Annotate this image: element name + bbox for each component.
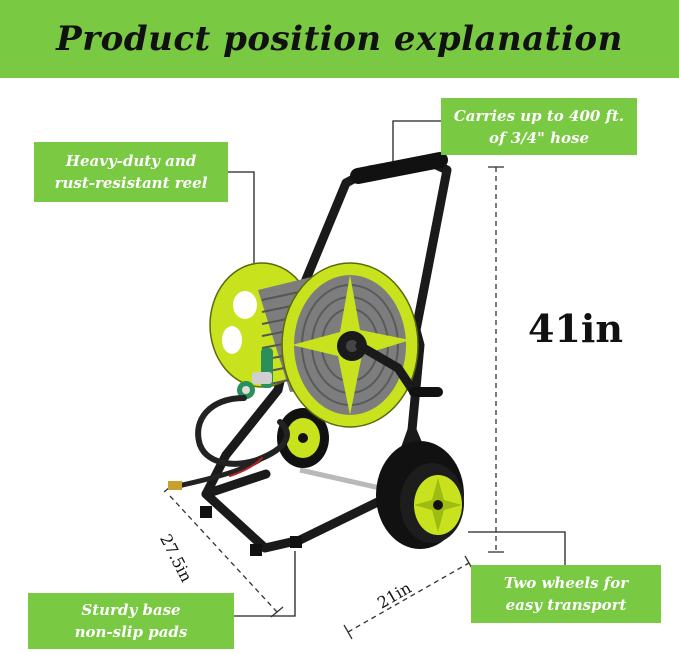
capacity-callout: Carries up to 400 ft. of 3/4" hose [441, 98, 637, 155]
reel-callout-line-2: rust-resistant reel [54, 174, 208, 192]
header-banner: Product position explanation [0, 0, 679, 78]
wheels-callout-line-1: Two wheels for [503, 574, 629, 592]
height-dimension-label: 41in [528, 306, 623, 351]
foot-pad [290, 536, 302, 548]
reel-callout-line-1: Heavy-duty and [65, 152, 197, 170]
front-wheel [376, 441, 464, 549]
foot-pad [200, 506, 212, 518]
back-wheel [277, 408, 329, 468]
handle-grip [350, 152, 448, 184]
wheels-callout-line-2: easy transport [505, 596, 627, 614]
capacity-callout-line-2: of 3/4" hose [489, 128, 589, 147]
capacity-callout-line-1: Carries up to 400 ft. [453, 106, 625, 125]
loose-hose [168, 395, 290, 490]
foot-pad [250, 544, 262, 556]
crank-handle [355, 341, 419, 397]
reel-front-disc [281, 262, 419, 428]
page-title: Product position explanation [56, 19, 623, 59]
base-callout-line-2: non-slip pads [74, 623, 188, 641]
wheels-callout: Two wheels for easy transport [471, 565, 661, 623]
base-callout: Sturdy base non-slip pads [28, 593, 234, 649]
base-callout-line-1: Sturdy base [81, 601, 181, 619]
reel-callout: Heavy-duty and rust-resistant reel [34, 142, 228, 202]
spray-nozzle [237, 348, 273, 399]
